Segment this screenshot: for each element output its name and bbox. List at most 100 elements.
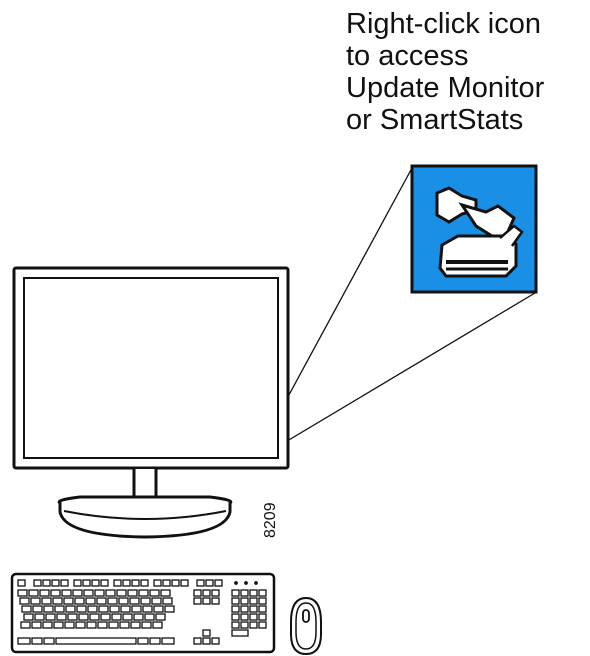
keyboard-key	[111, 613, 122, 621]
keyboard-key	[34, 613, 45, 621]
keyboard-key	[151, 597, 162, 605]
keyboard-key	[231, 613, 240, 621]
keyboard-key	[17, 589, 28, 597]
keyboard-key	[231, 629, 249, 637]
keyboard-key	[193, 589, 202, 597]
keyboard-key	[97, 621, 108, 629]
keyboard-key	[133, 613, 144, 621]
keyboard-key	[31, 637, 43, 645]
keyboard-key	[240, 613, 249, 621]
keyboard-key	[54, 605, 65, 613]
caption-line: Right-click icon	[346, 8, 541, 40]
keyboard-key	[32, 605, 43, 613]
keyboard-key	[20, 621, 31, 629]
keyboard-key	[28, 589, 39, 597]
keyboard-key	[67, 613, 78, 621]
mouse-icon	[290, 596, 322, 656]
keyboard-key	[249, 589, 258, 597]
keyboard-key	[72, 589, 83, 597]
keyboard-key	[153, 605, 164, 613]
caption-line: Update Monitor	[346, 72, 545, 104]
keyboard-key	[249, 597, 258, 605]
keyboard-key	[42, 579, 51, 587]
keyboard-key	[142, 605, 153, 613]
keyboard-key	[50, 589, 61, 597]
keyboard-key	[51, 579, 60, 587]
keyboard-key	[131, 605, 142, 613]
keyboard-key	[140, 579, 149, 587]
keyboard-key	[240, 589, 249, 597]
keyboard-key	[231, 605, 240, 613]
keyboard-key	[211, 597, 220, 605]
keyboard-key	[55, 637, 137, 645]
keyboard-key	[131, 579, 140, 587]
keyboard-key	[94, 589, 105, 597]
monitor-icon	[12, 266, 290, 539]
keyboard-key	[160, 589, 171, 597]
indicator-light	[254, 581, 258, 585]
keyboard-key	[193, 637, 202, 645]
keyboard-key	[249, 621, 258, 629]
keyboard-key	[162, 579, 171, 587]
keyboard-key	[17, 579, 26, 587]
keyboard-key	[43, 637, 55, 645]
keyboard-key	[100, 579, 109, 587]
keyboard-key	[41, 597, 52, 605]
keyboard-key	[130, 621, 141, 629]
keyboard-key	[202, 597, 211, 605]
keyboard-key	[33, 579, 42, 587]
keyboard-key	[107, 597, 118, 605]
keyboard-key	[144, 613, 155, 621]
keyboard-key	[211, 589, 220, 597]
keyboard-key	[202, 629, 211, 637]
figure-number: 8209	[262, 502, 279, 538]
keyboard-key	[98, 605, 109, 613]
keyboard-key	[240, 597, 249, 605]
keyboard-icon	[10, 572, 276, 654]
keyboard-key	[21, 605, 32, 613]
keyboard-key	[30, 597, 41, 605]
update-monitor-tray-icon[interactable]	[410, 164, 538, 294]
keyboard-key	[78, 613, 89, 621]
keyboard-key	[155, 613, 166, 621]
keyboard-key	[60, 579, 69, 587]
keyboard-key	[53, 621, 64, 629]
keyboard-key	[162, 597, 173, 605]
keyboard-key	[258, 597, 267, 605]
keyboard-key	[73, 579, 82, 587]
keyboard-key	[91, 579, 100, 587]
keyboard-key	[231, 589, 240, 597]
keyboard-key	[85, 597, 96, 605]
keyboard-key	[240, 605, 249, 613]
caption-line: or SmartStats	[346, 104, 524, 136]
keyboard-key	[214, 579, 223, 587]
keyboard-key	[63, 597, 74, 605]
keyboard-key	[149, 637, 161, 645]
keyboard-key	[258, 589, 267, 597]
keyboard-key	[205, 579, 214, 587]
keyboard-key	[231, 621, 240, 629]
keyboard-key	[75, 621, 86, 629]
keyboard-key	[39, 589, 50, 597]
keyboard-key	[31, 621, 42, 629]
keyboard-key	[118, 597, 129, 605]
keyboard-key	[196, 579, 205, 587]
keyboard-key	[129, 597, 140, 605]
keyboard-key	[122, 579, 131, 587]
keyboard-key	[74, 597, 85, 605]
keyboard-key	[17, 637, 31, 645]
keyboard-key	[149, 589, 160, 597]
keyboard-key	[87, 605, 98, 613]
keyboard-key	[122, 613, 133, 621]
callout-caption: Right-click icon to access Update Monito…	[346, 8, 586, 136]
keyboard-key	[56, 613, 67, 621]
keyboard-key	[240, 621, 249, 629]
keyboard-key	[164, 605, 175, 613]
keyboard-key	[202, 589, 211, 597]
keyboard-key	[180, 579, 189, 587]
keyboard-key	[96, 597, 107, 605]
keyboard-key	[23, 613, 34, 621]
keyboard-key	[52, 597, 63, 605]
keyboard-key	[258, 605, 267, 613]
keyboard-key	[105, 589, 116, 597]
